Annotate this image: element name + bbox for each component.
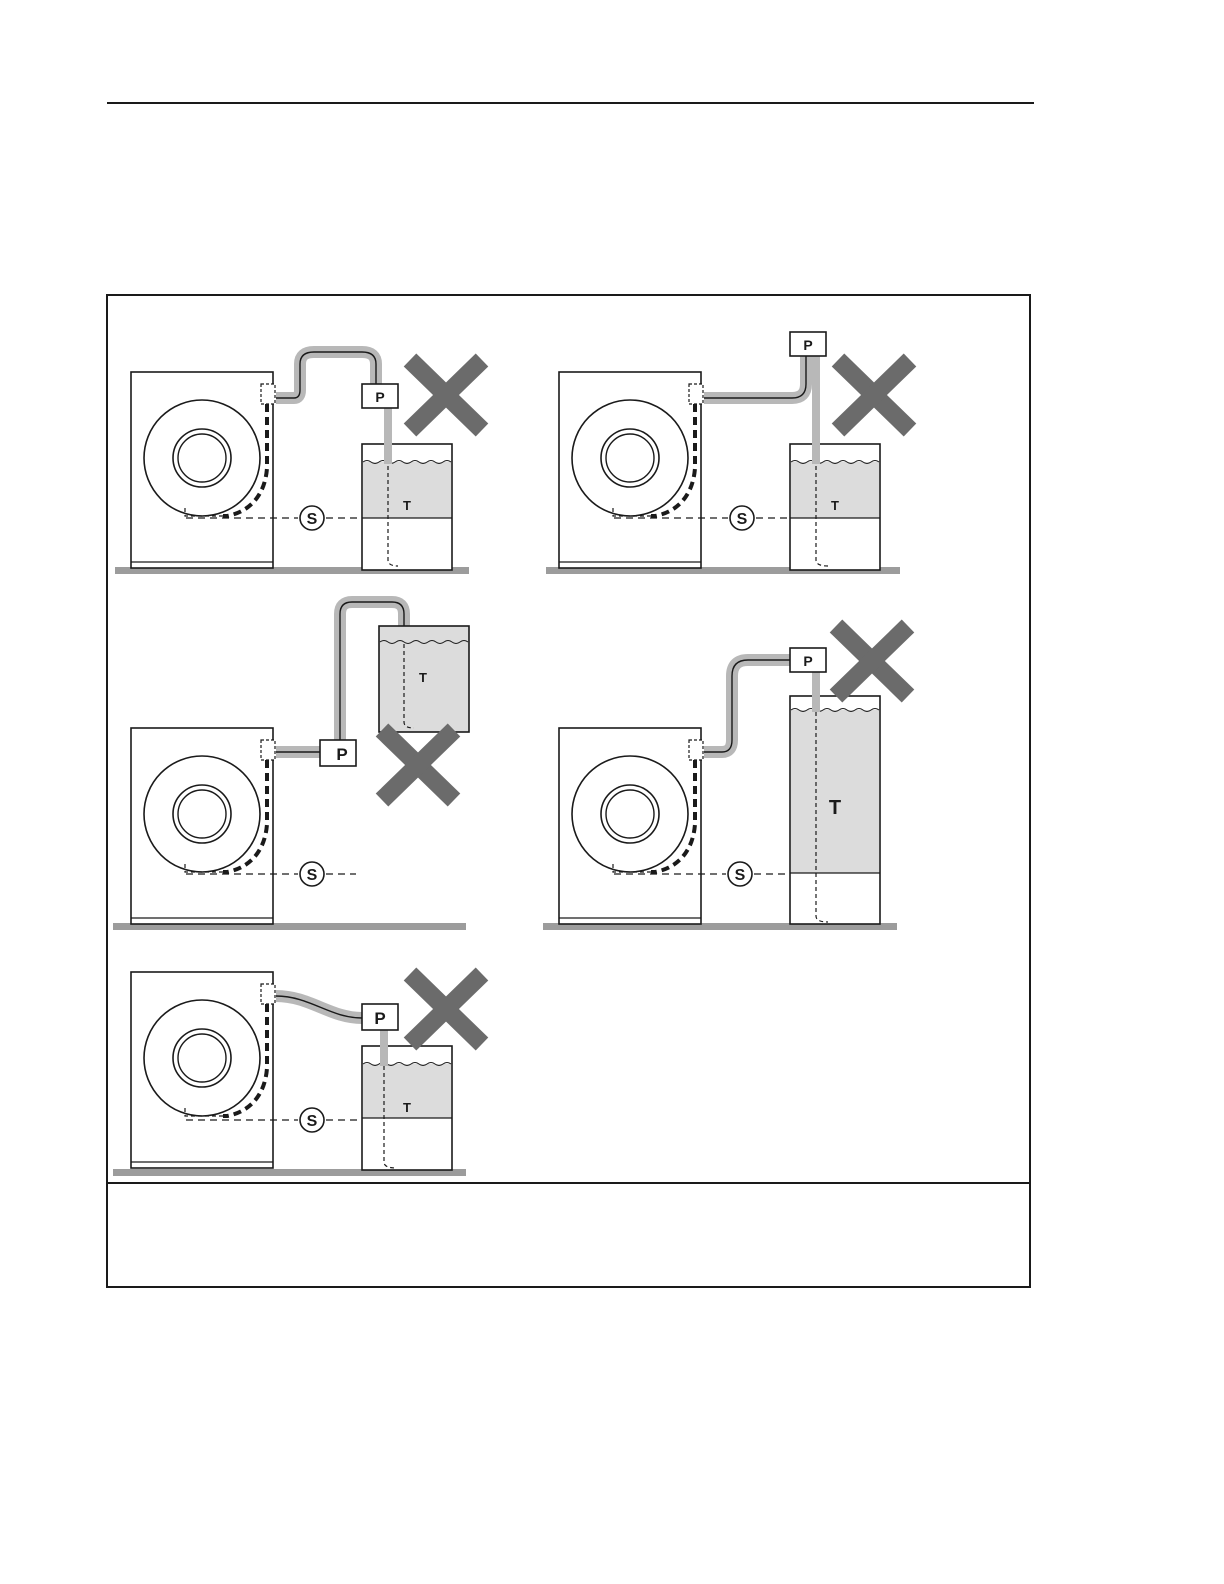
tank-label: T — [419, 670, 427, 685]
scenario-e: P T S — [113, 972, 482, 1176]
scenario-b: P T S — [546, 332, 910, 574]
siphon-label: S — [307, 511, 318, 528]
pump-label: P — [374, 1009, 385, 1028]
not-allowed-cross-icon — [838, 360, 910, 430]
scenario-a: P T S — [115, 352, 482, 574]
pump-label: P — [336, 745, 347, 764]
pump-label: P — [803, 337, 812, 353]
siphon-label: S — [307, 1113, 318, 1130]
pump-label: P — [375, 389, 384, 405]
not-allowed-cross-icon — [410, 974, 482, 1044]
not-allowed-cross-icon — [382, 730, 454, 800]
not-allowed-cross-icon — [410, 360, 482, 430]
siphon-label: S — [307, 867, 318, 884]
tank-label: T — [831, 498, 839, 513]
scenario-d: P T S — [543, 626, 908, 930]
tank-label: T — [403, 1100, 411, 1115]
pump-label: P — [803, 653, 812, 669]
not-allowed-cross-icon — [836, 626, 908, 696]
siphon-label: S — [737, 511, 748, 528]
scenario-c: P T S — [113, 602, 469, 930]
tank-label: T — [829, 797, 841, 819]
tank-label: T — [403, 498, 411, 513]
siphon-label: S — [735, 867, 746, 884]
